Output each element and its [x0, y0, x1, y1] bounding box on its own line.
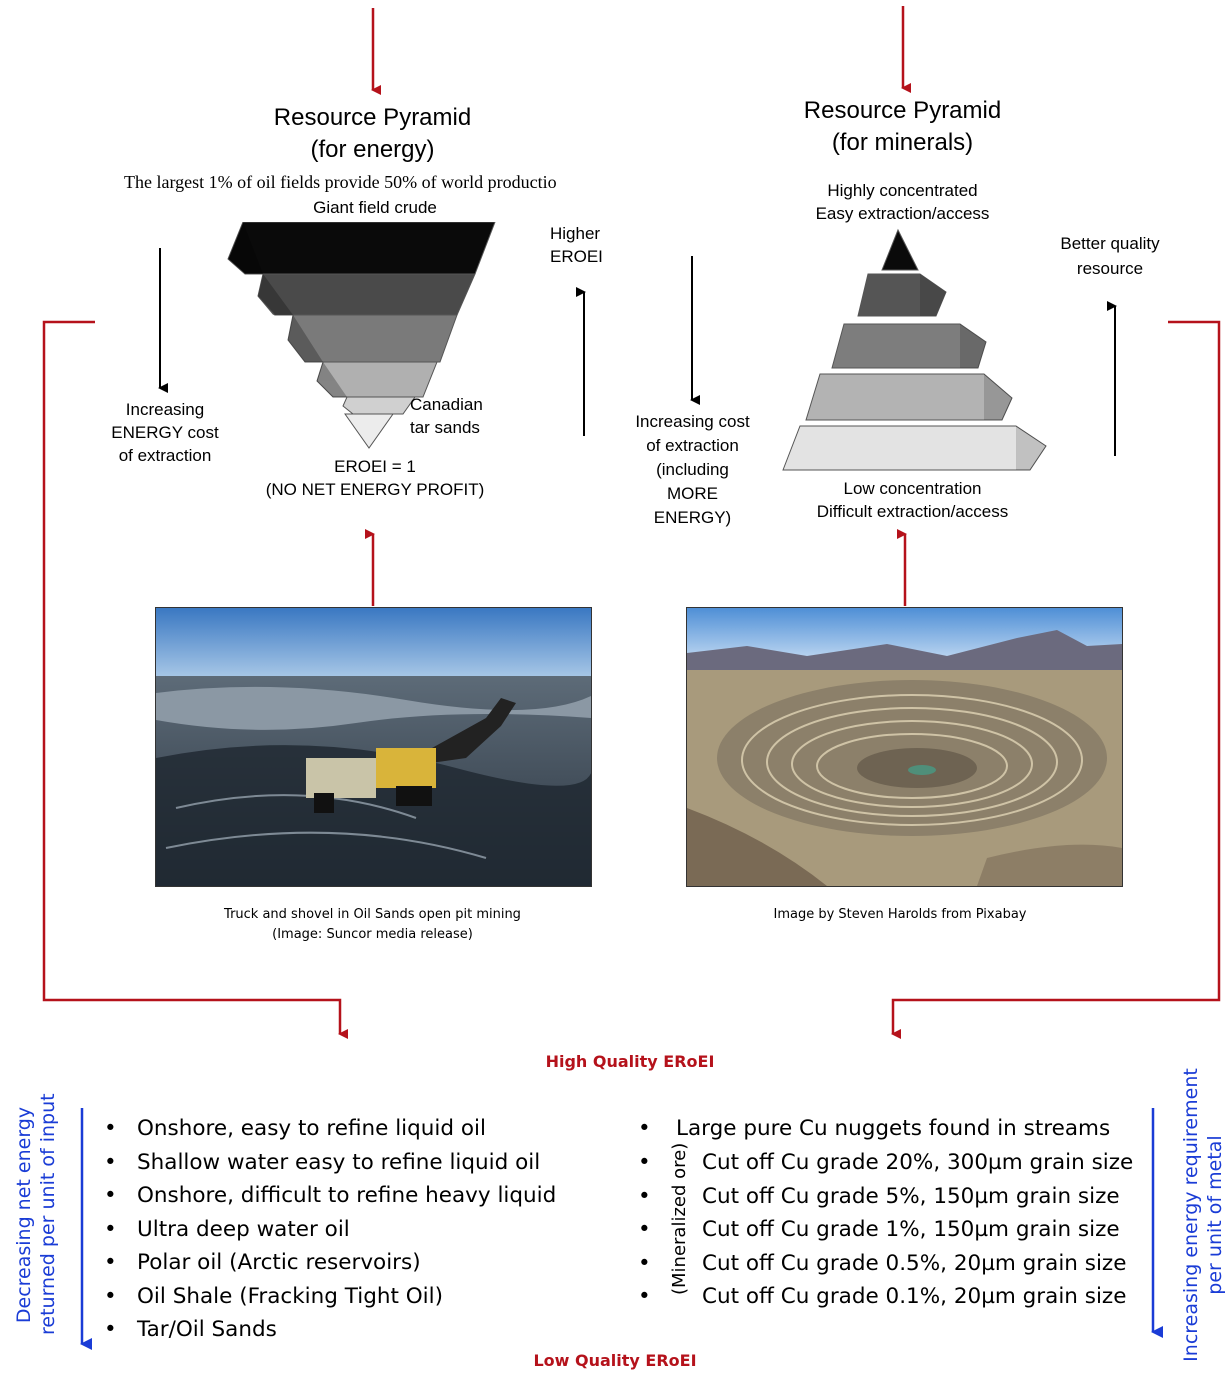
energy-title-line-2: (for energy)	[310, 136, 435, 163]
list-item: • Cut off Cu grade 0.1%, 20µm grain size	[638, 1280, 1152, 1314]
low-concentration-label: Low concentration Difficult extraction/a…	[775, 477, 1050, 523]
energy-pyramid-title: Resource Pyramid (for energy)	[230, 102, 515, 166]
better-quality-line-1: Better quality	[1060, 234, 1160, 253]
mineralized-ore-label: (Mineralized ore)	[669, 1142, 690, 1295]
low-quality-label: Low Quality ERoEI	[533, 1351, 697, 1370]
mineral-cost-line-5: ENERGY)	[653, 508, 732, 527]
mineral-title-line-1: Resource Pyramid	[803, 97, 1002, 124]
cu-item-text: Cut off Cu grade 1%, 150µm grain size	[702, 1217, 1120, 1242]
bullet-icon: •	[104, 1317, 117, 1342]
cu-item-text: Cut off Cu grade 0.5%, 20µm grain size	[702, 1250, 1127, 1276]
giant-field-label: Giant field crude	[313, 198, 437, 217]
list-item: • Cut off Cu grade 0.5%, 20µm grain size	[638, 1247, 1152, 1281]
high-quality-label: High Quality ERoEI	[545, 1052, 715, 1071]
energy-cost-label: Increasing ENERGY cost of extraction	[85, 398, 245, 467]
oil-sands-illustration	[156, 608, 591, 886]
left-bracket	[42, 320, 348, 1039]
bullet-icon: •	[638, 1250, 651, 1276]
cu-nuggets-text: Large pure Cu nuggets found in streams	[676, 1116, 1111, 1141]
copper-mine-photo	[686, 607, 1123, 887]
oil-caption-line-2: (Image: Suncor media release)	[272, 927, 473, 942]
list-item: • Ultra deep water oil	[104, 1213, 607, 1247]
oil-sands-caption: Truck and shovel in Oil Sands open pit m…	[140, 905, 605, 945]
bullet-icon: •	[104, 1216, 117, 1242]
higher-eroei-label: Higher EROEI	[550, 222, 610, 268]
bottom-mineral-line-2: Difficult extraction/access	[816, 502, 1009, 521]
energy-cost-line-2: ENERGY cost	[111, 423, 219, 442]
bullet-icon: •	[638, 1150, 651, 1175]
higher-eroei-line-2: EROEI	[550, 247, 603, 266]
energy-title-line-1: Resource Pyramid	[273, 104, 472, 131]
left-vertical-line-2: returned per unit of input	[37, 1093, 59, 1335]
oil-item-text: Ultra deep water oil	[137, 1216, 350, 1242]
list-item: • Oil Shale (Fracking Tight Oil)	[104, 1280, 607, 1314]
oil-item-text: Onshore, easy to refine liquid oil	[137, 1116, 486, 1141]
cu-grade-list: •Cut off Cu grade 20%, 300µm grain size …	[638, 1146, 1152, 1314]
oil-resource-list: • Onshore, easy to refine liquid oil • Sha…	[104, 1112, 607, 1347]
bullet-icon: •	[638, 1183, 651, 1209]
list-item: • Cut off Cu grade 20%, 300µm grain size	[638, 1146, 1152, 1180]
tar-sands-label: Canadian tar sands	[410, 393, 530, 439]
mineral-cost-line-1: Increasing cost	[635, 412, 750, 431]
oil-sands-photo	[155, 607, 592, 887]
bullet-icon: •	[638, 1284, 651, 1309]
highly-concentrated-label: Highly concentrated Easy extraction/acce…	[775, 179, 1030, 225]
oil-item-text: Tar/Oil Sands	[137, 1317, 277, 1342]
mineral-cost-line-2: of extraction	[646, 436, 739, 455]
mineral-title-line-2: (for minerals)	[831, 129, 974, 156]
mineral-cost-line-4: MORE	[667, 484, 718, 503]
energy-cost-line-3: of extraction	[118, 446, 212, 465]
bullet-icon: •	[104, 1250, 117, 1275]
better-quality-line-2: resource	[1076, 259, 1144, 278]
bullet-icon: •	[104, 1116, 117, 1141]
cu-item-text: Cut off Cu grade 0.1%, 20µm grain size	[702, 1284, 1127, 1309]
list-item: • Polar oil (Arctic reservoirs)	[104, 1246, 607, 1280]
oil-item-text: Polar oil (Arctic reservoirs)	[137, 1250, 421, 1275]
right-vertical-line-1: Increasing energy requirement	[1180, 1068, 1202, 1362]
list-item: • Cut off Cu grade 1%, 150µm grain size	[638, 1213, 1152, 1247]
eroei-one-label: EROEI = 1 (NO NET ENERGY PROFIT)	[230, 455, 520, 501]
list-item: • Cut off Cu grade 5%, 150µm grain size	[638, 1180, 1152, 1214]
copper-pit-illustration	[687, 608, 1122, 886]
mineral-pyramid-title: Resource Pyramid (for minerals)	[760, 95, 1045, 159]
list-item: • Onshore, easy to refine liquid oil	[104, 1112, 607, 1146]
eroei-line-2: (NO NET ENERGY PROFIT)	[265, 480, 485, 499]
left-vertical-label: Decreasing net energy returned per unit …	[12, 1093, 62, 1335]
bullet-icon: •	[104, 1149, 117, 1175]
bottom-mineral-line-1: Low concentration	[843, 479, 982, 498]
copper-caption: Image by Steven Harolds from Pixabay	[773, 907, 1027, 922]
eroei-line-1: EROEI = 1	[334, 457, 416, 476]
right-bracket	[891, 320, 1221, 1039]
mineral-cost-line-3: (including	[656, 460, 729, 479]
list-item: • Onshore, difficult to refine heavy liqu…	[104, 1179, 607, 1213]
oil-fields-note: The largest 1% of oil fields provide 50%…	[124, 172, 557, 192]
oil-item-text: Oil Shale (Fracking Tight Oil)	[137, 1283, 443, 1309]
energy-cost-line-1: Increasing	[125, 400, 205, 419]
oil-item-text: Onshore, difficult to refine heavy liqui…	[137, 1183, 557, 1208]
right-vertical-label: Increasing energy requirement per unit o…	[1179, 1045, 1228, 1385]
cu-item-text: Cut off Cu grade 20%, 300µm grain size	[702, 1150, 1134, 1175]
mineral-cost-label: Increasing cost of extraction (including…	[615, 410, 770, 530]
list-item: • Shallow water easy to refine liquid oil	[104, 1146, 607, 1180]
bullet-icon: •	[638, 1217, 651, 1242]
mineral-pyramid	[782, 228, 1047, 471]
right-vertical-line-2: per unit of metal	[1204, 1135, 1226, 1295]
list-item: • Tar/Oil Sands	[104, 1313, 607, 1347]
tar-sands-line-2: tar sands	[410, 418, 480, 437]
top-mineral-line-2: Easy extraction/access	[815, 204, 990, 223]
higher-eroei-line-1: Higher	[550, 224, 601, 243]
left-vertical-line-1: Decreasing net energy	[13, 1106, 35, 1324]
oil-caption-line-1: Truck and shovel in Oil Sands open pit m…	[224, 907, 521, 922]
top-mineral-line-1: Highly concentrated	[827, 181, 978, 200]
tar-sands-line-1: Canadian	[410, 395, 483, 414]
better-quality-label: Better quality resource	[1040, 231, 1180, 281]
oil-item-text: Shallow water easy to refine liquid oil	[137, 1149, 541, 1175]
bullet-icon: •	[104, 1183, 117, 1208]
bullet-icon: •	[104, 1283, 117, 1309]
cu-item-text: Cut off Cu grade 5%, 150µm grain size	[702, 1183, 1120, 1209]
cu-first-bullet: •	[638, 1116, 651, 1141]
energy-pyramid	[227, 222, 496, 449]
